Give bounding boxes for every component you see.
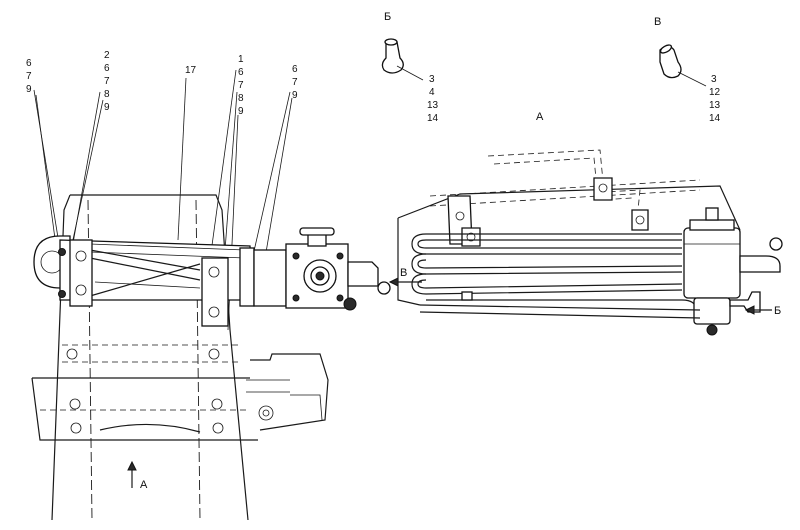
bracket-plate-lower [461, 227, 481, 247]
filter-unit-bowl [693, 297, 731, 325]
bracket-plate-top [593, 177, 613, 201]
callout-l1-1: 6 [26, 58, 32, 69]
view-a-label: А [536, 111, 544, 123]
bracket-nut-left [455, 211, 465, 221]
filter-center-plug [315, 271, 325, 281]
callout-l2-2: 6 [104, 63, 110, 74]
callout-m-2: 6 [238, 67, 244, 78]
fitting-b-part [381, 41, 404, 74]
callout-v-3: 13 [709, 100, 721, 111]
callout-r-3: 9 [292, 90, 298, 101]
callout-b-3: 13 [427, 100, 439, 111]
arrow-a-head [127, 460, 137, 471]
callout-b-1: 3 [429, 74, 435, 85]
callout-l1-3: 9 [26, 84, 32, 95]
callout-m-5: 9 [238, 106, 244, 117]
callout-l2-3: 7 [104, 76, 110, 87]
filter-unit-body [683, 227, 741, 299]
housing-bolt-3 [292, 294, 300, 302]
lower-tube [419, 304, 701, 319]
outlet-fitting [347, 261, 379, 287]
bracket-nut-right [635, 215, 645, 225]
housing-bolt-4 [336, 294, 344, 302]
left-clamp-nut-1 [75, 250, 87, 262]
view-v-label: В [654, 16, 661, 28]
view-b-label: Б [384, 11, 391, 23]
mid-clamp-plate [201, 257, 229, 327]
callout-r-2: 7 [292, 77, 298, 88]
bracket-dashed [487, 149, 641, 231]
right-clamp-plate [239, 247, 255, 307]
valve-body [307, 233, 327, 247]
detail-view-v: В 3 12 13 14 [654, 16, 721, 124]
right-view-a: Б [397, 149, 783, 336]
left-bolt-head-1 [58, 248, 66, 256]
arrow-b-label: Б [774, 305, 781, 317]
left-assembly-view: 6 7 9 2 6 7 8 9 17 1 6 7 8 9 6 7 9 [26, 50, 422, 521]
filter-unit-outlet [739, 255, 781, 273]
housing-bolt-1 [292, 252, 300, 260]
left-clamp-nut-2 [75, 284, 87, 296]
leader-detail-b [396, 65, 424, 81]
callout-17: 17 [185, 65, 197, 76]
valve-handle [299, 227, 335, 236]
callout-v-4: 14 [709, 113, 721, 124]
arrow-v-head [388, 277, 399, 287]
callout-b-2: 4 [429, 87, 435, 98]
filter-unit-drain [706, 324, 718, 336]
callout-m-4: 8 [238, 93, 244, 104]
filter-unit-outlet-cap [769, 237, 783, 251]
outlet-elbow [377, 281, 391, 295]
bracket-nut-top [598, 183, 608, 193]
filter-unit-cap [689, 219, 735, 231]
callout-l2-4: 8 [104, 89, 110, 100]
callout-l1-2: 7 [26, 71, 32, 82]
detail-view-b: Б 3 4 13 14 [381, 11, 439, 124]
left-clamp-plate [69, 239, 93, 307]
callout-b-4: 14 [427, 113, 439, 124]
fitting-v-top [659, 44, 673, 54]
tube-clip [461, 291, 473, 301]
callout-l2-5: 9 [104, 102, 110, 113]
frame-top-edge [397, 185, 741, 231]
drain-plug [343, 297, 357, 311]
mid-clamp-nut-1 [208, 266, 220, 278]
callout-m-3: 7 [238, 80, 244, 91]
arrow-v-label: В [400, 267, 407, 279]
callout-m-1: 1 [238, 54, 244, 65]
filter-unit-valve [705, 207, 719, 221]
bracket-plate-right [631, 209, 649, 231]
frame-rail [31, 194, 329, 521]
callout-v-1: 3 [711, 74, 717, 85]
frame-left-edge [397, 218, 421, 306]
arrow-a-label: А [140, 479, 148, 491]
left-bolt-head-2 [58, 290, 66, 298]
callout-r-1: 6 [292, 64, 298, 75]
coiled-tubes [411, 233, 697, 311]
bracket-nut-lower [466, 232, 476, 242]
housing-bolt-2 [336, 252, 344, 260]
callout-l2-1: 2 [104, 50, 110, 61]
filter-body-left [253, 249, 287, 307]
callout-v-2: 12 [709, 87, 721, 98]
fitting-b-top [384, 38, 398, 46]
leader-detail-v [677, 71, 707, 87]
mid-clamp-nut-2 [208, 306, 220, 318]
arrow-b-head [744, 305, 755, 315]
